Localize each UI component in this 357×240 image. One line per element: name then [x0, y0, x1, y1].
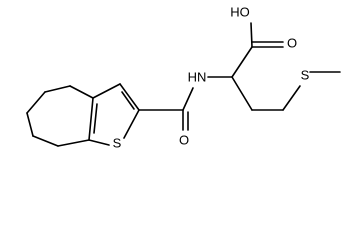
cyclohexane-ring: [26, 85, 94, 147]
bond: [88, 97, 94, 141]
amide-group: [138, 76, 233, 131]
amide-nitrogen-label: HN: [188, 69, 207, 84]
bond: [32, 135, 59, 147]
bond: [26, 112, 34, 137]
structure-diagram: HO O HN S O S: [26, 4, 341, 150]
bond: [57, 139, 90, 147]
hydroxyl-label: HO: [230, 4, 250, 19]
thiophene-sulfur-label: S: [113, 135, 122, 150]
thioether-sulfur-label: S: [301, 67, 310, 82]
bond: [119, 83, 140, 111]
bond: [282, 85, 301, 111]
bond: [250, 22, 253, 48]
bond: [92, 83, 121, 99]
thiophene-ring: [88, 83, 140, 146]
bond: [88, 139, 110, 146]
acid-carbonyl-oxygen-label: O: [287, 35, 297, 50]
bond: [123, 109, 140, 139]
bond: [231, 46, 253, 78]
bond: [231, 76, 253, 111]
molecule-canvas: HO O HN S O S: [26, 4, 341, 150]
bond: [182, 87, 194, 111]
bond: [44, 85, 71, 93]
amino-acid-backbone: [231, 22, 341, 111]
bond: [26, 91, 46, 114]
bond: [93, 103, 98, 134]
bond: [69, 85, 94, 99]
amide-oxygen-label: O: [179, 132, 189, 147]
bond: [121, 91, 135, 110]
